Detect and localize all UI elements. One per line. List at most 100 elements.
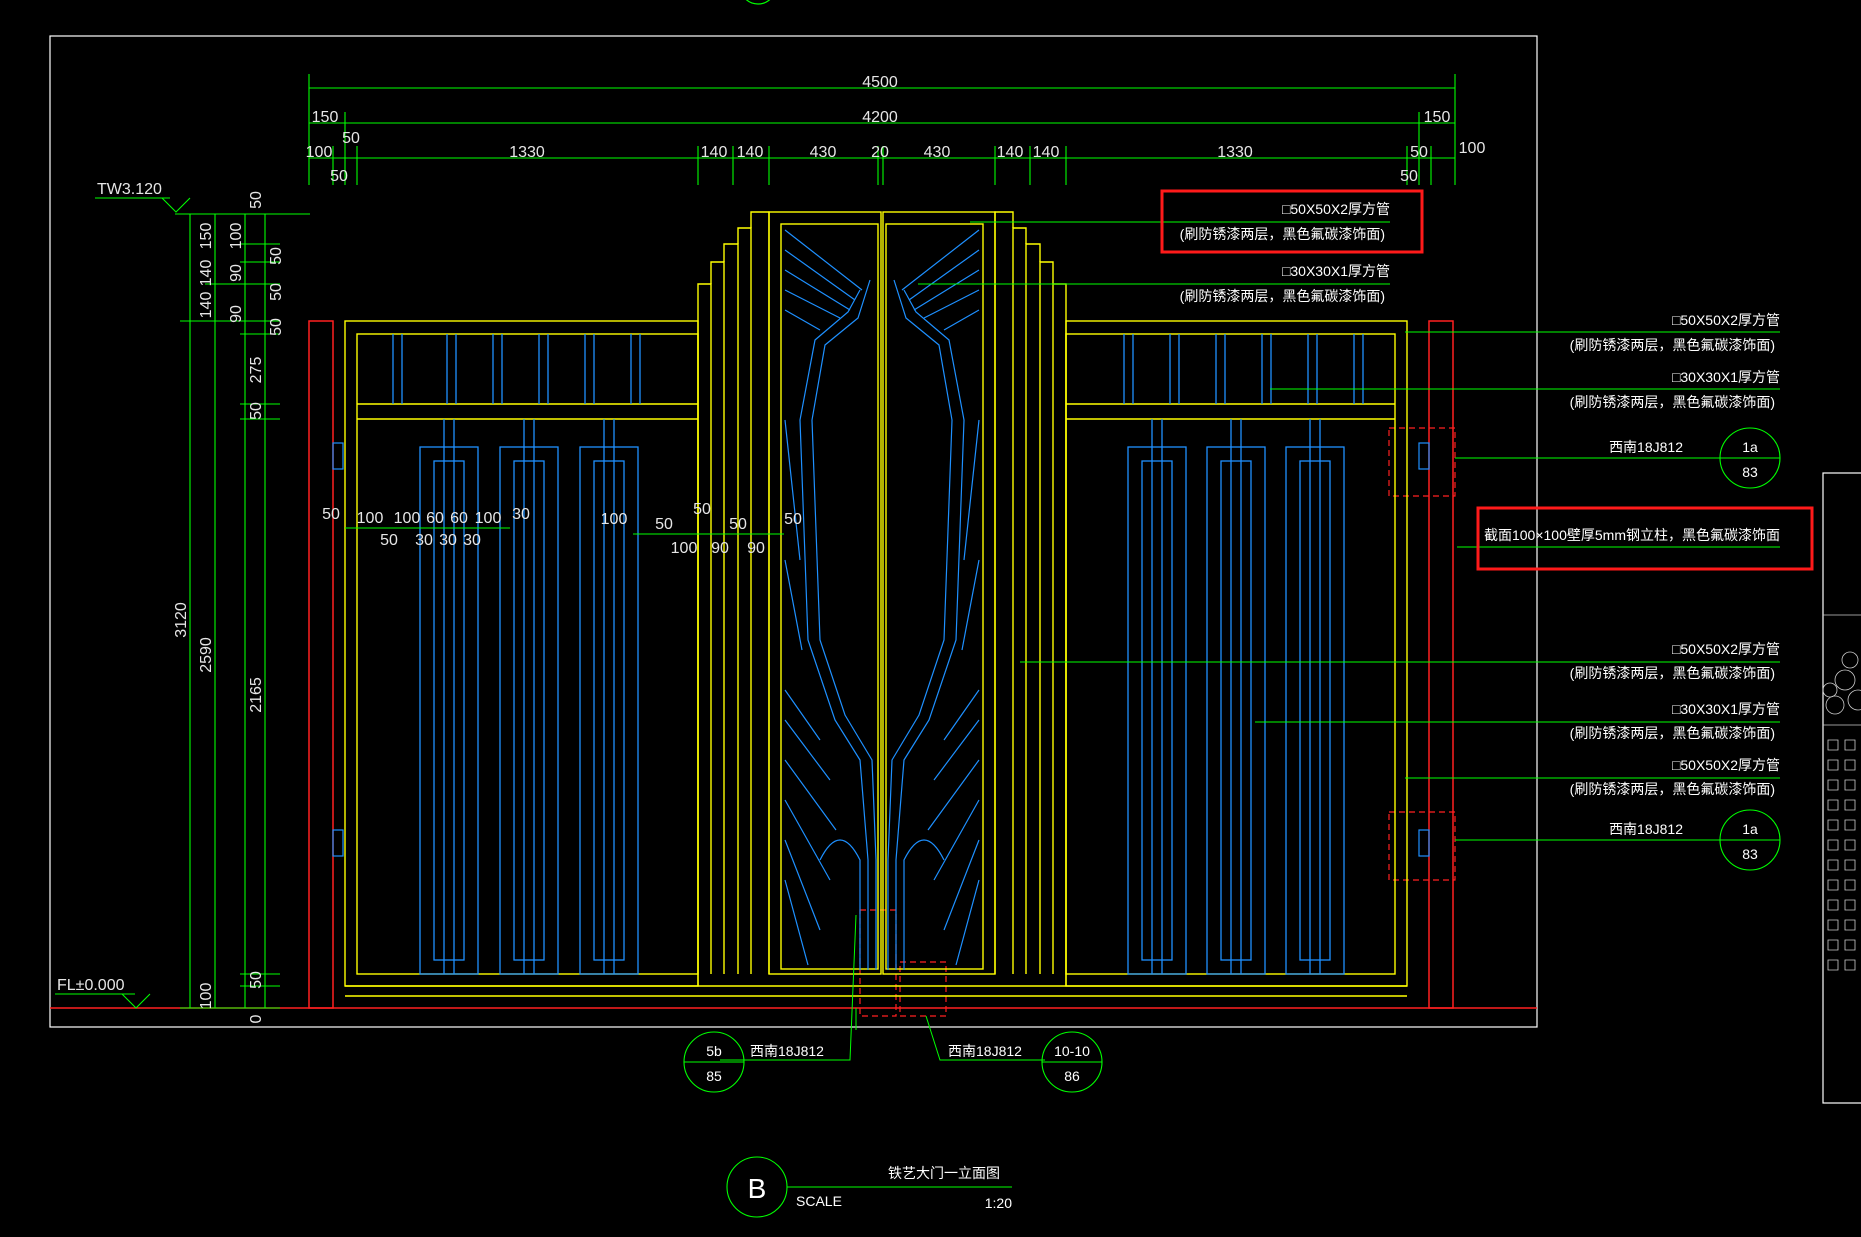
dim-right-100: 100 <box>1459 140 1486 157</box>
right-leaf-bars <box>1123 334 1364 975</box>
dim-overall-width: 4500 <box>862 74 898 91</box>
drawing-symbol: B <box>748 1173 767 1204</box>
ref-2-detail: 1a <box>1742 821 1758 837</box>
right-steel-post <box>1428 320 1454 1009</box>
left-vertical-dimensions: 3120 2590 2165 150 140 140 100 50 90 90 … <box>173 191 285 1023</box>
ref-1-detail: 1a <box>1742 439 1758 455</box>
dim-h-100-b: 100 <box>198 983 215 1010</box>
callout-post-spec: 截面100×100壁厚5mm钢立柱，黑色氟碳漆饰面 <box>1484 527 1780 543</box>
callout-2-spec: □30X30X1厚方管 <box>1282 263 1390 279</box>
dim-a-100-c: 100 <box>475 510 502 527</box>
dim-m-50-a: 50 <box>655 516 673 533</box>
dim-center-140-d: 140 <box>1033 144 1060 161</box>
gate-frame <box>344 211 1408 997</box>
dim-center-140-b: 140 <box>737 144 764 161</box>
dim-center-140-c: 140 <box>997 144 1024 161</box>
dim-m-100: 100 <box>601 511 628 528</box>
dim-h-50-c: 50 <box>268 318 285 336</box>
callout-7-finish: (刷防锈漆两层，黑色氟碳漆饰面) <box>1570 781 1775 797</box>
cut-symbol-circle <box>745 0 771 5</box>
callout-6-finish: (刷防锈漆两层，黑色氟碳漆饰面) <box>1570 725 1775 741</box>
dim-h-0: 0 <box>248 1014 265 1023</box>
scale-label: SCALE <box>796 1193 842 1209</box>
drawing-title: 铁艺大门一立面图 <box>888 1165 1000 1181</box>
callout-3-spec: □50X50X2厚方管 <box>1672 312 1780 328</box>
dim-h-3120: 3120 <box>173 602 190 638</box>
ref-4-detail: 10-10 <box>1054 1043 1090 1059</box>
hinges <box>332 442 1430 857</box>
leader-lines <box>720 221 1780 1061</box>
dim-h-50-b: 50 <box>268 283 285 301</box>
dim-b-30-b: 30 <box>439 532 457 549</box>
left-dimension-lines <box>175 213 310 1009</box>
material-callouts: □50X50X2厚方管 (刷防锈漆两层，黑色氟碳漆饰面) □30X30X1厚方管… <box>1180 201 1780 797</box>
dim-m-100-b: 100 <box>671 540 698 557</box>
dim-center-430-b: 430 <box>924 144 951 161</box>
ref-4-sheet: 86 <box>1064 1068 1080 1084</box>
dim-right-50-lower: 50 <box>1400 168 1418 185</box>
dim-center-140-a: 140 <box>701 144 728 161</box>
callout-6-spec: □30X30X1厚方管 <box>1672 701 1780 717</box>
scale-value: 1:20 <box>985 1195 1012 1211</box>
dim-a-30: 30 <box>512 506 530 523</box>
dim-h-100-a: 100 <box>228 223 245 250</box>
ref-3-source: 西南18J812 <box>750 1043 824 1059</box>
detail-reference-texts: 西南18J812 1a 83 西南18J812 1a 83 西南18J812 5… <box>706 439 1758 1084</box>
dim-a-60-a: 60 <box>426 510 444 527</box>
dim-m-50-d: 50 <box>784 511 802 528</box>
dim-h-2165: 2165 <box>248 677 265 713</box>
callout-2-finish: (刷防锈漆两层，黑色氟碳漆饰面) <box>1180 288 1385 304</box>
adjacent-detail-frame <box>1822 472 1861 1104</box>
dim-center-20: 20 <box>871 144 889 161</box>
ref-3-detail: 5b <box>706 1043 722 1059</box>
dim-a-60-b: 60 <box>450 510 468 527</box>
level-top-label: TW3.120 <box>97 181 162 198</box>
highlight-box-top <box>1160 189 1424 254</box>
ref-1-source: 西南18J812 <box>1609 439 1683 455</box>
ref-1-sheet: 83 <box>1742 464 1758 480</box>
dim-right-150: 150 <box>1424 109 1451 126</box>
dim-left-50-upper: 50 <box>342 130 360 147</box>
dim-h-50-d: 50 <box>248 402 265 420</box>
callout-5-finish: (刷防锈漆两层，黑色氟碳漆饰面) <box>1570 665 1775 681</box>
highlight-box-post <box>1476 506 1814 571</box>
dim-right-1330: 1330 <box>1217 144 1253 161</box>
ref-4-source: 西南18J812 <box>948 1043 1022 1059</box>
dim-m-50-c: 50 <box>729 516 747 533</box>
dim-h-50-a: 50 <box>268 247 285 265</box>
ref-2-source: 西南18J812 <box>1609 821 1683 837</box>
level-markers <box>55 197 191 1009</box>
dim-m-90-b: 90 <box>747 540 765 557</box>
center-decorative-pattern <box>784 229 980 970</box>
detail-reference-circles <box>683 427 1781 1218</box>
callout-5-spec: □50X50X2厚方管 <box>1672 641 1780 657</box>
dim-b-30-c: 30 <box>463 532 481 549</box>
dim-m-90-a: 90 <box>711 540 729 557</box>
dim-h-90-b: 90 <box>228 305 245 323</box>
dim-h-2590: 2590 <box>198 637 215 673</box>
dim-h-50-top: 50 <box>248 191 265 209</box>
callout-3-finish: (刷防锈漆两层，黑色氟碳漆饰面) <box>1570 337 1775 353</box>
callout-1-finish: (刷防锈漆两层，黑色氟碳漆饰面) <box>1180 226 1385 242</box>
dim-left-150: 150 <box>312 109 339 126</box>
dim-right-50-upper: 50 <box>1410 144 1428 161</box>
dim-a-50: 50 <box>322 506 340 523</box>
sheet-frame <box>49 35 1538 1028</box>
dim-h-90-a: 90 <box>228 264 245 282</box>
left-leaf-bars <box>392 334 641 975</box>
dim-b-30-a: 30 <box>415 532 433 549</box>
dim-center-430-a: 430 <box>810 144 837 161</box>
dim-h-150: 150 <box>198 223 215 250</box>
top-dimension-lines <box>308 74 1456 185</box>
adjacent-detail-hatch <box>1822 614 1861 971</box>
mid-dimension-texts: 50 100 100 60 60 100 30 50 30 30 30 100 … <box>322 501 802 557</box>
dim-h-140-a: 140 <box>198 260 215 287</box>
dim-left-1330: 1330 <box>509 144 545 161</box>
dim-inner-width: 4200 <box>862 109 898 126</box>
callout-1-spec: □50X50X2厚方管 <box>1282 201 1390 217</box>
level-floor-label: FL±0.000 <box>57 977 125 994</box>
dim-left-50-lower: 50 <box>330 168 348 185</box>
mid-dimension-lines <box>345 527 784 535</box>
